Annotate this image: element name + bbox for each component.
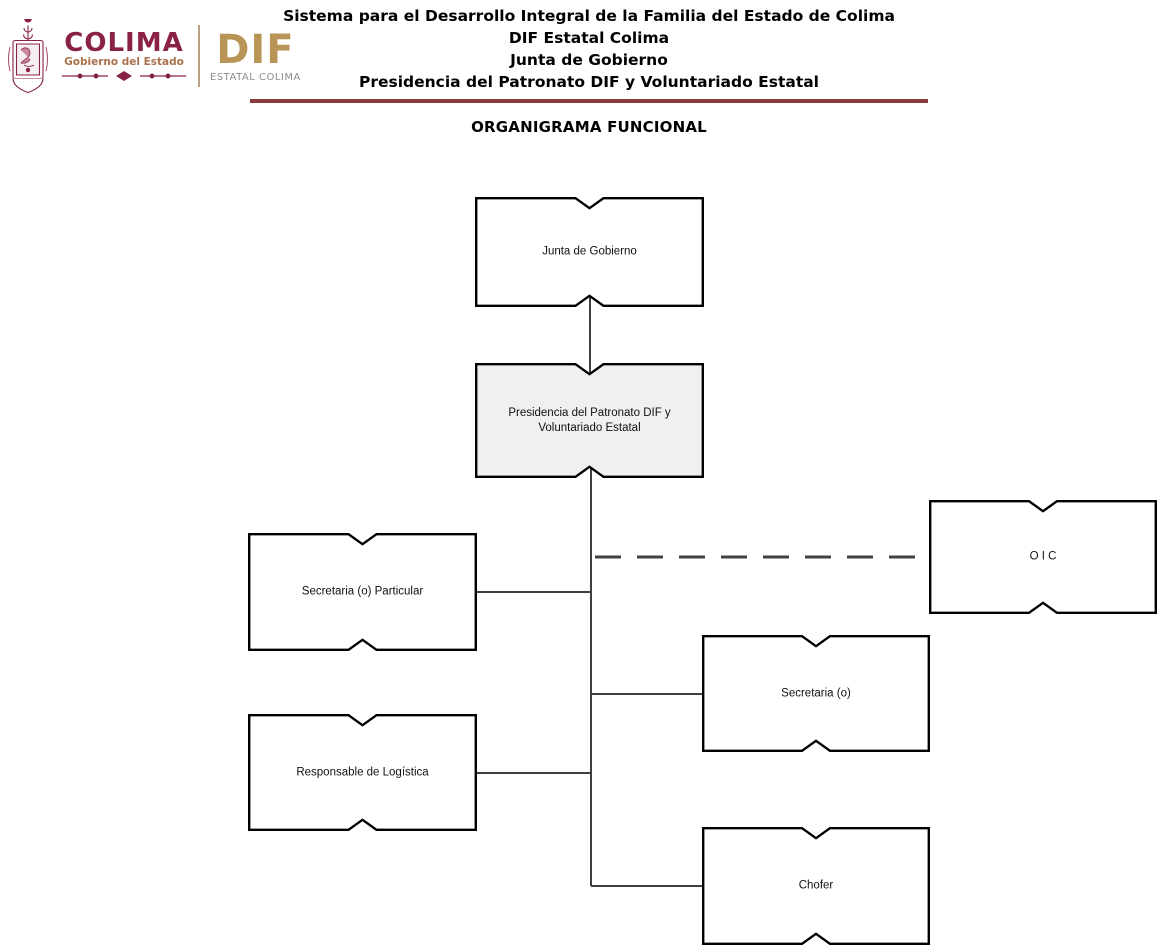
org-node-label-secretaria: Secretaria (o) bbox=[781, 687, 851, 699]
org-node-shape bbox=[475, 363, 704, 478]
colima-subtitle: Gobierno del Estado bbox=[64, 55, 184, 68]
org-node-secretaria[interactable]: Secretaria (o) bbox=[702, 635, 930, 752]
header-title-block: Sistema para el Desarrollo Integral de l… bbox=[250, 5, 928, 93]
org-node-chofer[interactable]: Chofer bbox=[702, 827, 930, 945]
colima-ornament-icon bbox=[62, 71, 186, 82]
org-node-label-responsable-logistica: Responsable de Logística bbox=[296, 766, 429, 778]
colima-word: COLIMA bbox=[64, 27, 184, 58]
org-node-label-junta: Junta de Gobierno bbox=[542, 245, 637, 258]
page-header: COLIMA Gobierno del Estado DIF ESTATAL C… bbox=[0, 0, 1158, 150]
org-node-label-oic: O I C bbox=[1029, 550, 1057, 563]
title-line-4: Presidencia del Patronato DIF y Voluntar… bbox=[358, 73, 819, 91]
org-node-shape bbox=[248, 533, 477, 651]
org-node-shape bbox=[929, 500, 1157, 614]
institutional-logo: COLIMA Gobierno del Estado DIF ESTATAL C… bbox=[0, 18, 300, 94]
org-node-secretaria-particular[interactable]: Secretaria (o) Particular bbox=[248, 533, 477, 651]
org-node-responsable-logistica[interactable]: Responsable de Logística bbox=[248, 714, 477, 831]
org-node-oic[interactable]: O I C bbox=[929, 500, 1157, 614]
dif-wordmark: DIF ESTATAL COLIMA bbox=[210, 30, 301, 83]
title-line-3: Junta de Gobierno bbox=[510, 51, 668, 69]
org-node-shape bbox=[702, 635, 930, 752]
org-node-junta[interactable]: Junta de Gobierno bbox=[475, 197, 704, 307]
title-line-2: DIF Estatal Colima bbox=[508, 29, 670, 47]
org-node-shape bbox=[475, 197, 704, 307]
org-node-label-secretaria-particular: Secretaria (o) Particular bbox=[301, 585, 424, 598]
logo-divider bbox=[198, 25, 200, 87]
org-node-presidencia[interactable]: Presidencia del Patronato DIF y Voluntar… bbox=[475, 363, 704, 478]
colima-state-crest-icon bbox=[8, 19, 48, 93]
header-divider-rule bbox=[250, 99, 928, 103]
org-node-shape bbox=[248, 714, 477, 831]
org-node-shape bbox=[702, 827, 930, 945]
chart-heading: ORGANIGRAMA FUNCIONAL bbox=[471, 118, 707, 136]
org-node-label-chofer: Chofer bbox=[798, 879, 834, 892]
colima-wordmark: COLIMA Gobierno del Estado bbox=[60, 30, 188, 83]
org-node-label-presidencia: Presidencia del Patronato DIF y Voluntar… bbox=[508, 406, 671, 434]
title-line-1: Sistema para el Desarrollo Integral de l… bbox=[283, 7, 895, 25]
dif-subtitle: ESTATAL COLIMA bbox=[210, 71, 301, 83]
dif-word: DIF bbox=[216, 26, 295, 73]
